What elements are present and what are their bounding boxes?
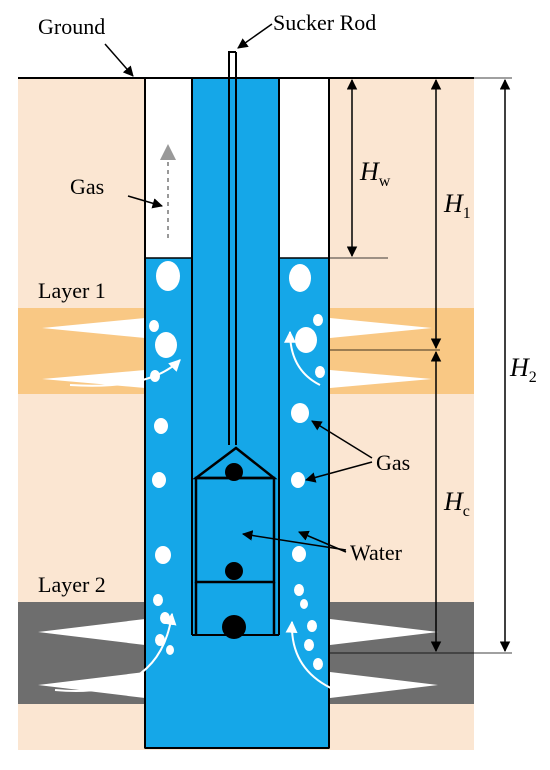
sucker-rod-label: Sucker Rod <box>273 10 376 35</box>
h2-label: H2 <box>509 353 537 386</box>
traveling-valve-ball <box>225 463 243 481</box>
gas-top-label: Gas <box>70 174 104 199</box>
water-label: Water <box>350 540 403 565</box>
water-pointer-2 <box>298 530 347 553</box>
gas-side-label: Gas <box>376 450 410 475</box>
annulus-gas-space-left <box>144 77 193 259</box>
water-pointer-1 <box>241 530 347 551</box>
layer1-perforations <box>42 318 432 388</box>
sucker-rod-pointer <box>237 23 273 49</box>
layer2-perforations <box>38 619 438 698</box>
sucker-rod <box>228 51 237 445</box>
gas-top-pointer <box>127 195 164 209</box>
pump-ball <box>225 562 243 580</box>
inflow-arrows <box>54 330 336 692</box>
layer1-label: Layer 1 <box>38 278 106 303</box>
dimension-reference-lines <box>279 77 512 654</box>
ground-label: Ground <box>38 14 105 39</box>
gas-bubbles <box>149 261 325 670</box>
annulus-gas-space-right <box>278 77 330 259</box>
layer2-label: Layer 2 <box>38 572 106 597</box>
hc-label: Hc <box>443 487 470 520</box>
h1-label: H1 <box>443 189 471 222</box>
ground-pointer <box>104 43 134 77</box>
hw-label: Hw <box>359 157 391 190</box>
gas-side-pointer-1 <box>311 420 373 459</box>
gas-side-pointer-2 <box>304 461 373 483</box>
standing-valve-ball <box>222 615 246 639</box>
